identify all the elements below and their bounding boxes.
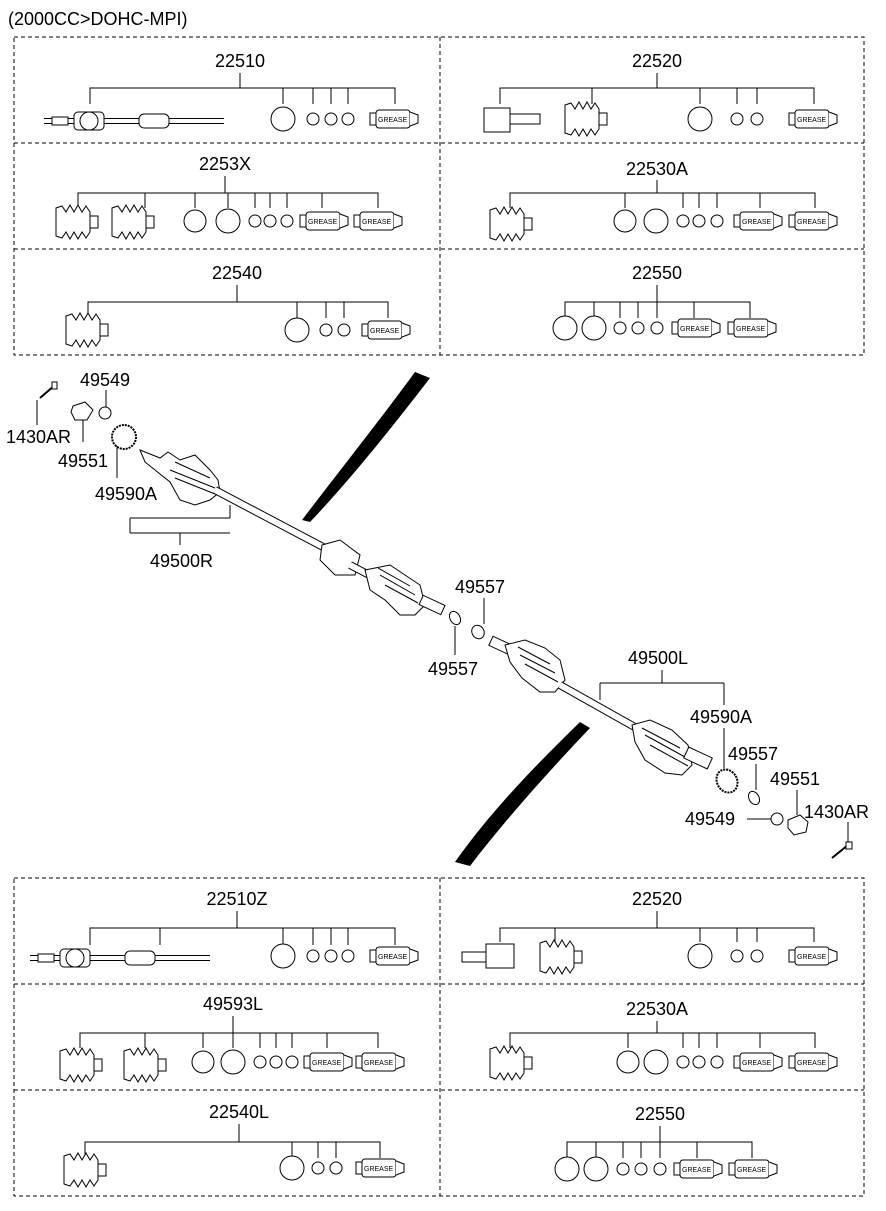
kit-code: 22520 [632, 51, 682, 71]
grease-label: GREASE [797, 219, 827, 226]
grease-label: GREASE [378, 117, 408, 124]
top-kits-grid: 22510 GREASE 22520 GREASE 2253X [13, 36, 865, 356]
callout-49551-right: 49551 [770, 769, 820, 789]
callout-49590A-left: 49590A [95, 484, 157, 504]
grease-label: GREASE [797, 954, 827, 961]
drive-shaft-assembly: 1430AR 49549 49551 49590A 49500R 49557 4… [6, 370, 869, 866]
section-swoosh [455, 722, 590, 866]
grease-label: GREASE [308, 219, 338, 226]
kit-code: 2253X [199, 154, 251, 174]
callout-49500R: 49500R [150, 551, 213, 571]
grease-label: GREASE [364, 1060, 394, 1067]
kit-2253X-top[interactable]: 2253X GREASE GREASE [55, 154, 403, 240]
kit-code: 22510 [215, 51, 265, 71]
grease-label: GREASE [736, 326, 766, 333]
kit-code: 22540L [209, 1102, 269, 1122]
grease-label: GREASE [378, 954, 408, 961]
callout-49590A-right: 49590A [690, 707, 752, 727]
kit-code: 22550 [635, 1104, 685, 1124]
kit-code: 22520 [632, 889, 682, 909]
callout-49549-right: 49549 [685, 809, 735, 829]
kit-22520-bottom[interactable]: 22520 GREASE [461, 889, 838, 975]
kit-22510Z-bottom[interactable]: 22510Z GREASE [30, 889, 419, 968]
callout-49551-left: 49551 [58, 451, 108, 471]
kit-22520-top[interactable]: 22520 GREASE [483, 51, 838, 137]
kit-22510-top[interactable]: 22510 GREASE [44, 51, 419, 131]
callout-49500L: 49500L [628, 648, 688, 668]
kit-code: 22550 [632, 263, 682, 283]
kit-22530A-bottom[interactable]: 22530A GREASE GREASE [489, 999, 838, 1081]
grease-label: GREASE [370, 328, 400, 335]
kit-22550-top[interactable]: 22550 GREASE GREASE [552, 263, 777, 341]
diagram-title: (2000CC>DOHC-MPI) [8, 9, 188, 29]
grease-label: GREASE [737, 1167, 767, 1174]
kit-code: 22530A [626, 159, 688, 179]
kit-22550-bottom[interactable]: 22550 GREASE GREASE [554, 1104, 778, 1182]
grease-label: GREASE [362, 219, 392, 226]
kit-code: 22530A [626, 999, 688, 1019]
callout-49557-right: 49557 [728, 744, 778, 764]
kit-49593L-bottom[interactable]: 49593L GREASE GREASE [59, 994, 405, 1083]
grease-label: GREASE [682, 1167, 712, 1174]
kit-code: 49593L [203, 994, 263, 1014]
grease-label: GREASE [742, 1060, 772, 1067]
grease-label: GREASE [312, 1060, 342, 1067]
callout-1430AR-right: 1430AR [804, 802, 869, 822]
grease-label: GREASE [680, 326, 710, 333]
callout-1430AR-left: 1430AR [6, 427, 71, 447]
kit-22540L-bottom[interactable]: 22540L GREASE [63, 1102, 405, 1188]
callout-49557-lower: 49557 [428, 659, 478, 679]
grease-label: GREASE [364, 1166, 394, 1173]
grease-label: GREASE [742, 219, 772, 226]
section-swoosh [302, 372, 430, 522]
grease-label: GREASE [797, 117, 827, 124]
bottom-kits-grid: 22510Z GREASE 22520 GREASE 49593L [13, 877, 865, 1197]
callout-49549-left: 49549 [80, 370, 130, 390]
kit-22530A-top[interactable]: 22530A GREASE GREASE [489, 159, 838, 242]
kit-22540-top[interactable]: 22540 GREASE [65, 263, 411, 348]
callout-49557-upper: 49557 [455, 577, 505, 597]
grease-label: GREASE [797, 1060, 827, 1067]
kit-code: 22510Z [206, 889, 267, 909]
kit-code: 22540 [212, 263, 262, 283]
